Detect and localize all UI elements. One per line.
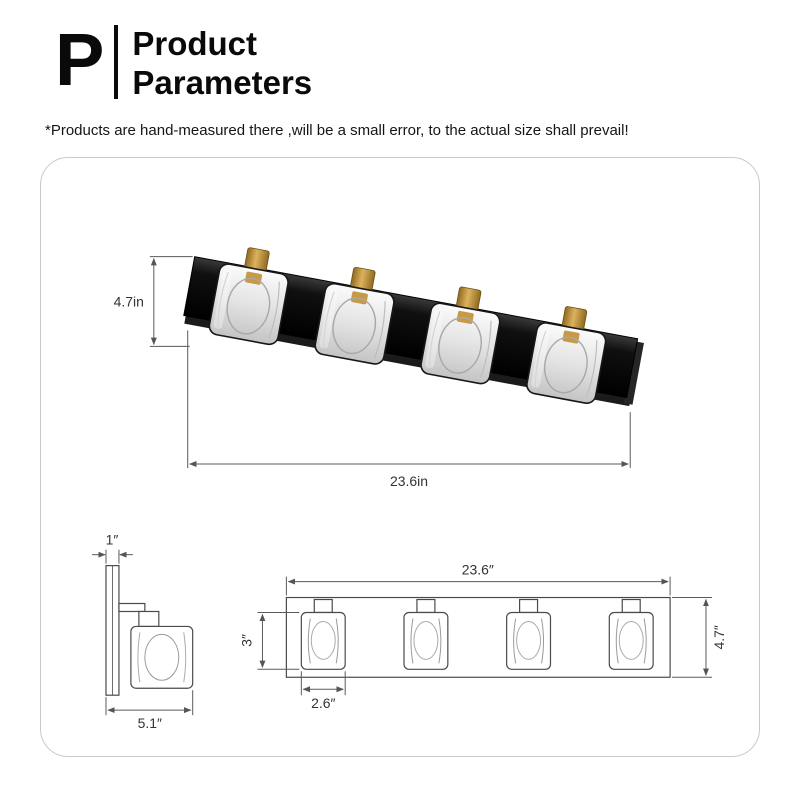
parameters-diagram: 4.7in 23.6in 1″ [92,242,727,731]
front-shade-height-label: 3″ [238,634,254,647]
product-photo [183,242,644,407]
disclaimer-text: *Products are hand-measured there ,will … [45,122,629,139]
side-view-dimensions [92,549,194,716]
light-bar-bottom-edge [184,315,631,407]
front-shade-width-label: 2.6″ [311,695,335,711]
front-view-drawing [285,596,671,678]
page-title: Product Parameters [132,22,312,102]
brand-monogram: P [55,18,104,101]
photo-width-label: 23.6in [390,473,428,489]
side-shade [130,625,194,689]
side-arm [118,602,146,613]
photo-dimension-lines [149,256,631,468]
page: P Product Parameters *Products are hand-… [0,0,800,757]
front-total-height-label: 4.7″ [711,625,727,649]
front-view-dimensions [257,576,712,696]
header: P Product Parameters [0,0,800,102]
front-width-label: 23.6″ [462,562,494,578]
side-plate-depth-label: 1″ [106,532,119,548]
parameters-panel: 4.7in 23.6in 1″ [40,157,760,757]
side-view-drawing [105,565,194,696]
side-socket [138,610,160,628]
title-line-1: Product [132,25,258,62]
header-divider-bar [114,25,119,99]
light-bar [183,256,639,399]
photo-height-label: 4.7in [114,294,144,310]
side-total-depth-label: 5.1″ [138,715,162,731]
front-backplate [285,596,671,678]
title-line-2: Parameters [132,64,313,101]
